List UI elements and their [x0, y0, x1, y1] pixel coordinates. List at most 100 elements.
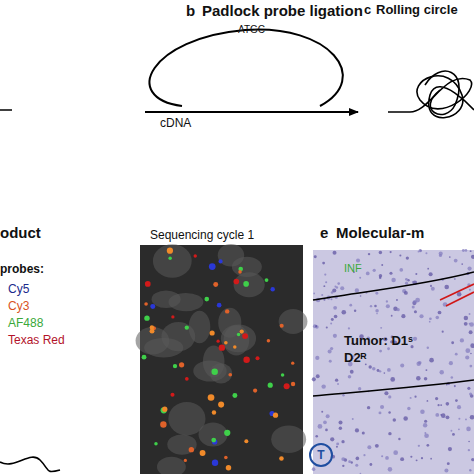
stain-cell — [430, 458, 432, 460]
stain-cell — [375, 292, 378, 295]
stain-cell — [314, 255, 317, 258]
region-label: INF — [344, 262, 362, 274]
red-marks — [440, 284, 474, 306]
stain-cell — [469, 330, 473, 334]
signal-spot — [173, 364, 177, 368]
stain-cell — [367, 406, 370, 409]
stain-cell — [447, 462, 450, 465]
stain-cell — [435, 397, 438, 400]
stain-cell — [380, 405, 384, 409]
stain-cell — [331, 298, 333, 300]
stain-cell — [326, 414, 330, 418]
panel-letter: b — [186, 2, 195, 19]
stain-cell — [404, 291, 408, 295]
stain-cell — [372, 367, 376, 371]
signal-spot — [284, 383, 290, 389]
stain-cell — [440, 370, 444, 374]
signal-spot — [218, 259, 222, 263]
stain-cell — [337, 282, 340, 285]
stain-cell — [332, 288, 336, 292]
stain-cell — [406, 256, 409, 259]
stain-cell — [424, 377, 428, 381]
stain-cell — [429, 321, 431, 323]
signal-spot — [240, 329, 244, 333]
stain-cell — [388, 467, 393, 472]
stain-cell — [348, 460, 351, 463]
stain-cell — [396, 299, 398, 301]
signal-spot — [238, 270, 242, 274]
stain-cell — [379, 276, 381, 278]
signal-spot — [224, 341, 228, 345]
stain-cell — [407, 407, 410, 410]
strand-remnant — [0, 109, 12, 111]
signal-spot — [194, 254, 197, 257]
stain-cell — [315, 325, 318, 328]
signal-spot — [144, 302, 148, 306]
stain-cell — [379, 251, 382, 254]
stain-cell — [440, 404, 442, 406]
stain-cell — [469, 322, 474, 327]
stain-cell — [413, 300, 417, 304]
signal-spot — [243, 281, 249, 287]
stain-cell — [355, 288, 359, 292]
stain-cell — [430, 285, 432, 287]
stain-cell — [341, 310, 346, 315]
stain-cell — [429, 272, 433, 276]
stain-cell — [441, 413, 446, 418]
stain-cell — [448, 447, 452, 451]
stain-cell — [321, 384, 325, 388]
stain-cell — [468, 441, 470, 443]
stain-cell — [322, 262, 325, 265]
stain-cell — [379, 350, 382, 353]
stain-cell — [337, 383, 339, 385]
nucleus — [153, 244, 192, 277]
stain-cell — [465, 249, 468, 252]
tissue-image — [313, 250, 474, 474]
stain-cell — [363, 454, 365, 456]
probe-name: AF488 — [8, 316, 43, 330]
signal-spot — [208, 394, 215, 401]
stain-cell — [316, 374, 320, 378]
stain-cell — [427, 268, 429, 270]
stain-cell — [454, 259, 458, 263]
stain-cell — [465, 418, 467, 420]
stain-cell — [471, 255, 474, 259]
signal-spot — [167, 248, 173, 254]
stain-cell — [458, 418, 460, 420]
signal-spot — [256, 356, 260, 360]
stain-cell — [416, 459, 418, 461]
sequence-text: ATGC — [238, 24, 265, 35]
stain-cell — [468, 449, 470, 451]
stain-cell — [390, 251, 392, 253]
stain-cell — [325, 429, 328, 432]
stain-cell — [446, 415, 450, 419]
stain-cell — [367, 445, 371, 449]
signal-spot — [213, 282, 218, 287]
signal-spot — [217, 303, 222, 308]
stain-cell — [400, 457, 404, 461]
stain-cell — [405, 282, 408, 285]
signal-spot — [179, 362, 184, 367]
stain-cell — [425, 252, 427, 254]
stain-cell — [414, 310, 417, 313]
signal-spot — [145, 281, 151, 287]
signal-spot — [209, 263, 216, 270]
stain-cell — [454, 278, 456, 280]
stain-cell — [400, 363, 404, 367]
stain-cell — [374, 305, 377, 308]
stain-cell — [333, 306, 337, 310]
signal-spots — [142, 248, 296, 471]
stain-cell — [318, 424, 323, 429]
stain-cell — [465, 355, 469, 359]
stain-cell — [469, 323, 471, 325]
stain-cell — [449, 256, 451, 258]
panel-title: Padlock probe ligation — [202, 2, 363, 19]
stain-cell — [446, 402, 450, 406]
signal-spot — [161, 407, 167, 413]
stain-cell — [439, 252, 443, 256]
stain-cell — [324, 273, 326, 275]
stain-cell — [381, 455, 383, 457]
signal-spot — [233, 279, 239, 285]
signal-spot — [171, 315, 174, 318]
signal-spot — [226, 465, 231, 470]
